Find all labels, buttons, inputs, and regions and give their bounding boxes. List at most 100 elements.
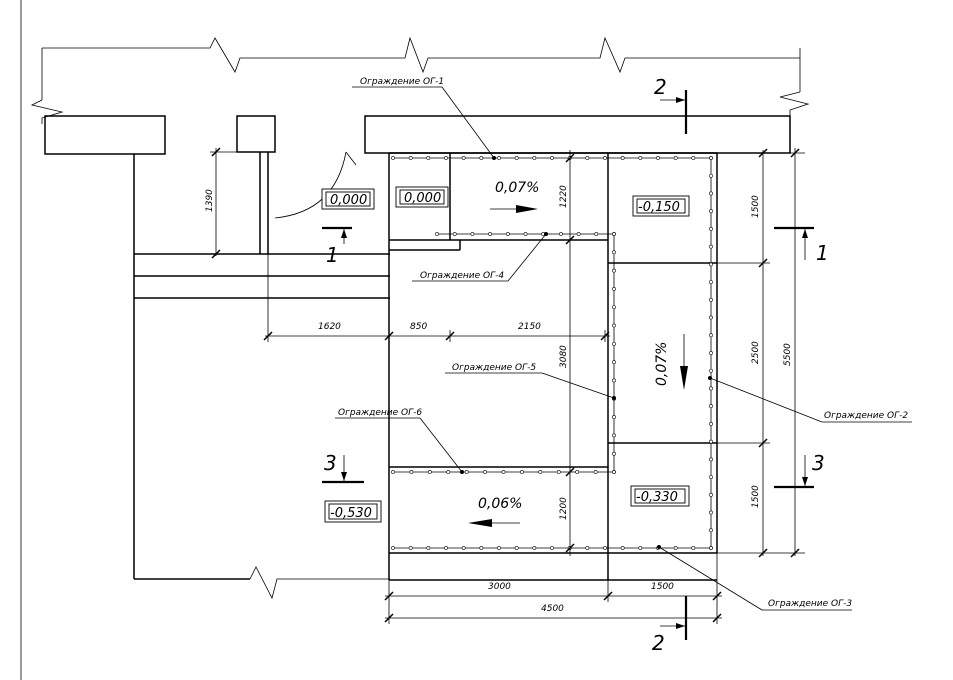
- dimension-tick: [565, 235, 575, 245]
- fence-post-dot: [488, 232, 493, 236]
- dimension-tick: [712, 591, 722, 601]
- og2-leader: [709, 377, 823, 423]
- fence-post-dot: [709, 333, 713, 338]
- slope-bottom: 0,06%: [478, 496, 522, 512]
- dim-1200: 1200: [559, 497, 569, 520]
- callout-leaders: [335, 86, 912, 611]
- door-leaf: [345, 151, 357, 166]
- og6-leader: [419, 417, 463, 473]
- callout-og1: Ограждение ОГ-1: [360, 77, 444, 87]
- section-3-left-arrowhead: [341, 472, 347, 481]
- fence-post-dot: [612, 287, 616, 291]
- fence-post-dot: [709, 368, 713, 373]
- fence-post-dot: [709, 404, 713, 409]
- fence-post-dot: [612, 305, 616, 310]
- fence-post-dot: [594, 232, 599, 236]
- dimension-tick: [384, 591, 394, 601]
- wall-column: [236, 115, 276, 153]
- fence-post-dot: [497, 156, 501, 160]
- dim-1620: 1620: [318, 322, 341, 332]
- fence-post-dot: [709, 475, 713, 479]
- fence-post-dot: [452, 232, 457, 236]
- fence-post-dot: [638, 546, 643, 550]
- callout-og5: Ограждение ОГ-5: [452, 363, 536, 373]
- dim-2150: 2150: [518, 322, 541, 332]
- og6-leader-dot: [460, 470, 464, 474]
- fence-post-dot: [612, 360, 616, 365]
- level-room-a: 0,000: [404, 191, 441, 206]
- fence-post-dot: [709, 297, 713, 302]
- section-2-bottom-arrowhead: [676, 623, 685, 629]
- fence-post-dot: [391, 546, 395, 550]
- fence-post-dot: [409, 470, 414, 474]
- wall-left-block: [44, 115, 166, 155]
- dim-3080: 3080: [559, 345, 569, 368]
- fence-post-dot: [612, 470, 616, 474]
- level-outside: -0,530: [330, 506, 372, 521]
- og5-leader-dot: [612, 396, 616, 400]
- fence-post-dot: [550, 156, 554, 160]
- dim-4500: 4500: [541, 604, 564, 614]
- fence-post-dot: [444, 546, 448, 550]
- fence-post-dot: [620, 546, 625, 550]
- fence-post-dot: [709, 351, 713, 355]
- fence-post-dot: [709, 546, 713, 550]
- fence-post-dot: [501, 470, 506, 474]
- fence-post-dot: [520, 470, 524, 474]
- section-2-top-arrowhead: [676, 97, 685, 103]
- dimension-tick: [758, 258, 768, 268]
- level-box-outside-inner: [328, 503, 378, 520]
- section-3-right-arrowhead: [802, 477, 808, 486]
- dimension-tick: [600, 331, 610, 341]
- fence-post-dot: [612, 323, 616, 328]
- left-break-zigzag: [30, 99, 64, 124]
- fence-post-dot: [408, 156, 413, 160]
- fence-post-dot: [709, 492, 713, 497]
- fence-post-dot: [435, 232, 439, 236]
- fence-post-dot: [691, 546, 696, 550]
- fence-post-dot: [709, 315, 713, 320]
- dim-1390: 1390: [205, 189, 215, 212]
- fence-post-dot: [709, 280, 713, 284]
- callout-og4: Ограждение ОГ-4: [420, 271, 504, 281]
- fence-post-dot: [427, 470, 432, 474]
- dim-1500-horizontal: 1500: [651, 582, 674, 592]
- fence-post-dot: [408, 546, 413, 550]
- level-box-room-c-inner: [634, 488, 686, 504]
- fence-post-dot: [470, 232, 475, 236]
- level-room-c: -0,330: [636, 490, 678, 505]
- fence-post-dot: [709, 528, 713, 533]
- section-1-left-arrowhead: [341, 229, 347, 238]
- dimension-tick: [384, 613, 394, 623]
- fence-post-dot: [709, 244, 713, 249]
- bottom-break-line: [249, 566, 390, 600]
- wall-right-block: [364, 115, 791, 154]
- section-3-right-label: 3: [812, 451, 825, 475]
- dim-3000: 3000: [488, 582, 511, 592]
- fence-post-dot: [709, 209, 713, 214]
- fence-post-dot: [620, 156, 625, 160]
- og3-leader-dot: [657, 545, 661, 549]
- fence-post-dot: [709, 386, 713, 391]
- fence-post-dot: [709, 510, 713, 515]
- callout-og6: Ограждение ОГ-6: [338, 408, 422, 418]
- fence-post-dot: [612, 268, 616, 273]
- dimension-tick: [565, 153, 575, 163]
- level-box-room-b-inner: [636, 198, 686, 214]
- og2-leader-dot: [708, 376, 712, 380]
- fence-post-dot: [612, 378, 616, 383]
- dimension-tick: [211, 249, 221, 259]
- fence-post-dot: [464, 470, 469, 474]
- fence-post-dot: [638, 156, 643, 160]
- dim-1500-top: 1500: [751, 195, 761, 218]
- fence-post-dot: [709, 439, 713, 444]
- dimension-tick: [565, 467, 575, 477]
- dimension-lines: [210, 148, 805, 624]
- slope-bottom-arrowhead: [468, 519, 492, 527]
- fence-post-dot: [426, 546, 431, 550]
- section-1-right-label: 1: [816, 241, 829, 265]
- fence-dots: [391, 156, 713, 550]
- dimension-tick: [758, 548, 768, 558]
- fence-post-dot: [391, 156, 395, 160]
- fence-post-dot: [709, 227, 713, 231]
